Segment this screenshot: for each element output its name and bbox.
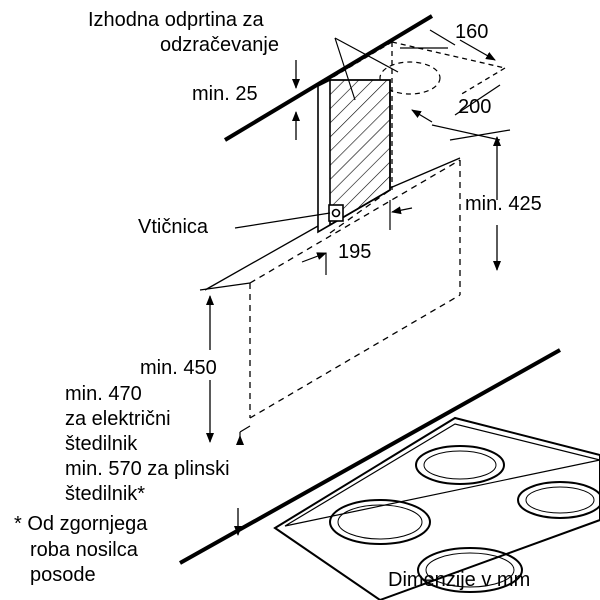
min570-line1: min. 570 za plinski [65,458,230,480]
outlet-opening [379,61,441,95]
dim-160: 160 [455,21,489,43]
min450-label: min. 450 [140,357,217,379]
min470-line3: štedilnik [65,433,138,455]
socket-hole [331,208,341,218]
units-label: Dimenzije v mm [388,569,531,591]
min570-line2: štedilnik* [65,483,146,505]
footnote-line2: roba nosilca [30,539,138,561]
socket-box [328,204,344,222]
cooktop [179,348,600,600]
dim-195: 195 [338,241,372,263]
outlet-label-line2: odzračevanje [160,34,279,56]
footnote-line1: * Od zgornjega [14,513,148,535]
socket-label: Vtičnica [138,216,209,238]
min470-line2: za električni [65,408,171,430]
dim-425: min. 425 [465,193,542,215]
min470-line1: min. 470 [65,383,142,405]
outlet-label-line1: Izhodna odprtina za [88,9,264,31]
chimney-hatch [329,79,391,227]
hood-outline [249,159,461,419]
ceiling-line [223,14,434,142]
duct-top-outline [317,41,506,190]
dim-200: 200 [458,96,492,118]
footnote-line3: posode [30,564,96,586]
min25-label: min. 25 [192,83,258,105]
